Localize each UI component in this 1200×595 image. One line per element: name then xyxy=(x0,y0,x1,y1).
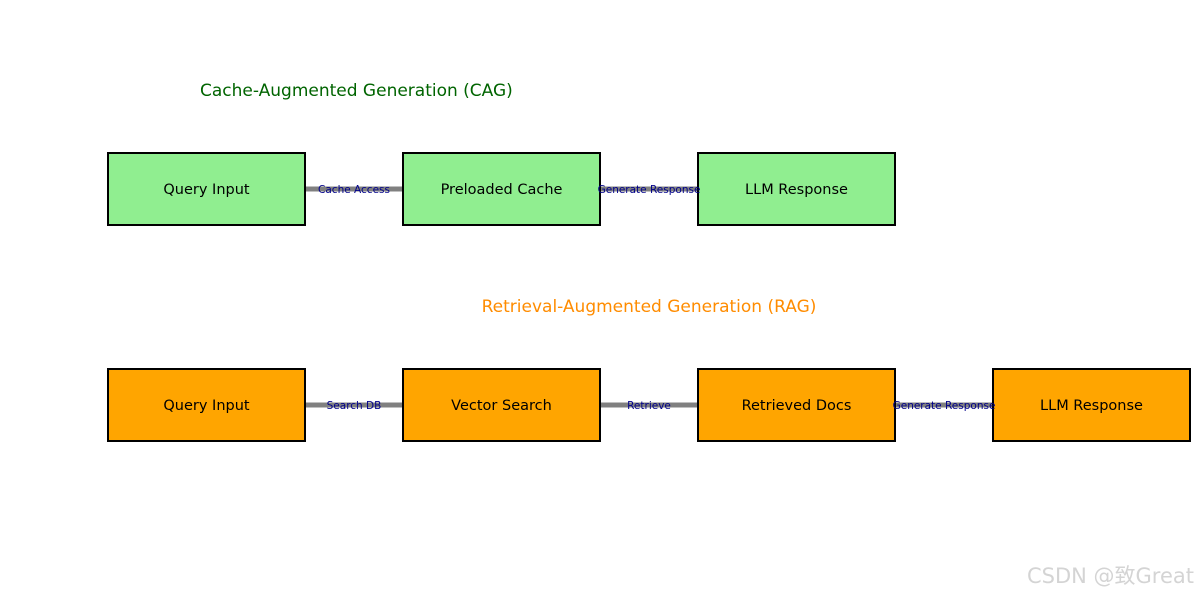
cag-node-label: LLM Response xyxy=(745,182,848,198)
cag-node-label: Preloaded Cache xyxy=(441,182,563,198)
cag-node-preloaded-cache xyxy=(402,152,601,226)
rag-node-label: Vector Search xyxy=(451,398,552,414)
rag-node-retrieved-docs xyxy=(697,368,896,442)
rag-node-label: Query Input xyxy=(163,398,250,414)
cag-title: Cache-Augmented Generation (CAG) xyxy=(200,81,513,101)
rag-edge-label: Retrieve xyxy=(627,400,671,412)
rag-node-label: LLM Response xyxy=(1040,398,1143,414)
cag-node-query-input xyxy=(107,152,306,226)
rag-edge-label: Search DB xyxy=(327,400,382,412)
cag-flow-row: Query Input Preloaded Cache LLM Response… xyxy=(107,152,896,226)
cag-node-llm-response xyxy=(697,152,896,226)
rag-node-label: Retrieved Docs xyxy=(742,398,852,414)
rag-node-query-input xyxy=(107,368,306,442)
cag-edge-label: Generate Response xyxy=(598,184,701,196)
cag-edge-label: Cache Access xyxy=(318,184,390,196)
rag-node-vector-search xyxy=(402,368,601,442)
cag-node-label: Query Input xyxy=(163,182,250,198)
rag-title: Retrieval-Augmented Generation (RAG) xyxy=(482,297,817,317)
rag-edge-label: Generate Response xyxy=(893,400,996,412)
rag-flow-row: Query Input Vector Search Retrieved Docs… xyxy=(107,368,1191,442)
rag-node-llm-response xyxy=(992,368,1191,442)
watermark: CSDN @致Great xyxy=(1027,564,1194,588)
